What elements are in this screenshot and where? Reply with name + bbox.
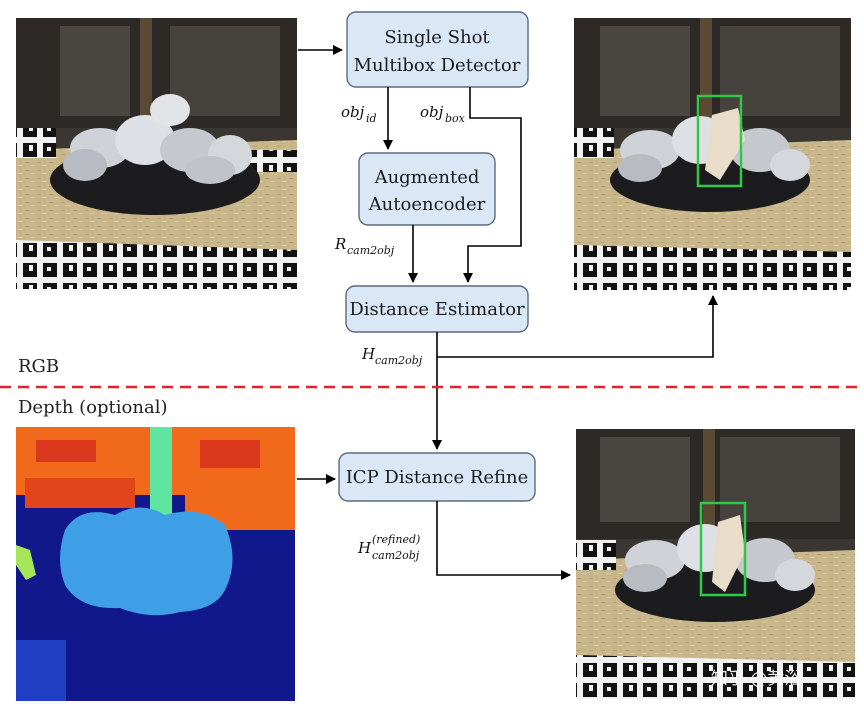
aae-label-line2: Autoencoder	[368, 194, 486, 215]
ssd-label-line2: Multibox Detector	[354, 55, 521, 76]
watermark: 知乎 @黄浴	[711, 669, 801, 689]
rgb-input-image	[16, 18, 297, 289]
obj-id-base: obj	[341, 103, 365, 121]
label-h-cam2obj: H cam2obj	[361, 345, 423, 367]
distance-estimator-block: Distance Estimator	[345, 285, 529, 333]
icp-block: ICP Distance Refine	[338, 452, 536, 502]
rgb-section-label: RGB	[18, 356, 59, 377]
rgb-output-image	[574, 18, 851, 290]
ssd-block: Single Shot Multibox Detector	[346, 11, 529, 88]
label-obj-id: obj id	[341, 103, 377, 125]
obj-id-sub: id	[366, 112, 377, 125]
ssd-label-line1: Single Shot	[384, 27, 490, 48]
r-cam2obj-base: R	[334, 235, 346, 253]
h-refined-sup: (refined)	[372, 533, 420, 546]
h-cam2obj-base: H	[361, 345, 376, 363]
arrow-pose-to-output	[436, 295, 718, 358]
refined-pose-bbox	[699, 501, 747, 597]
obj-box-base: obj	[420, 103, 444, 121]
aae-label-line1: Augmented	[374, 167, 480, 188]
depth-input-image	[16, 427, 295, 701]
connectors	[297, 45, 718, 580]
distance-estimator-label: Distance Estimator	[349, 299, 525, 320]
label-r-cam2obj: R cam2obj	[334, 235, 395, 257]
estimated-pose-bbox	[696, 94, 743, 188]
label-obj-box: obj box	[420, 103, 466, 125]
h-refined-base: H	[357, 539, 372, 557]
refined-output-image: 知乎 @黄浴	[576, 429, 855, 699]
icp-label: ICP Distance Refine	[346, 467, 529, 488]
arrow-objbox-to-estimator	[463, 87, 522, 283]
obj-box-sub: box	[445, 112, 466, 125]
arrow-refined-to-output	[436, 501, 571, 580]
aae-block: Augmented Autoencoder	[358, 152, 496, 226]
r-cam2obj-sub: cam2obj	[347, 244, 395, 257]
h-cam2obj-sub: cam2obj	[375, 354, 423, 367]
h-refined-sub: cam2obj	[372, 549, 420, 562]
depth-section-label: Depth (optional)	[18, 397, 167, 418]
label-h-refined: H (refined) cam2obj	[357, 533, 420, 562]
